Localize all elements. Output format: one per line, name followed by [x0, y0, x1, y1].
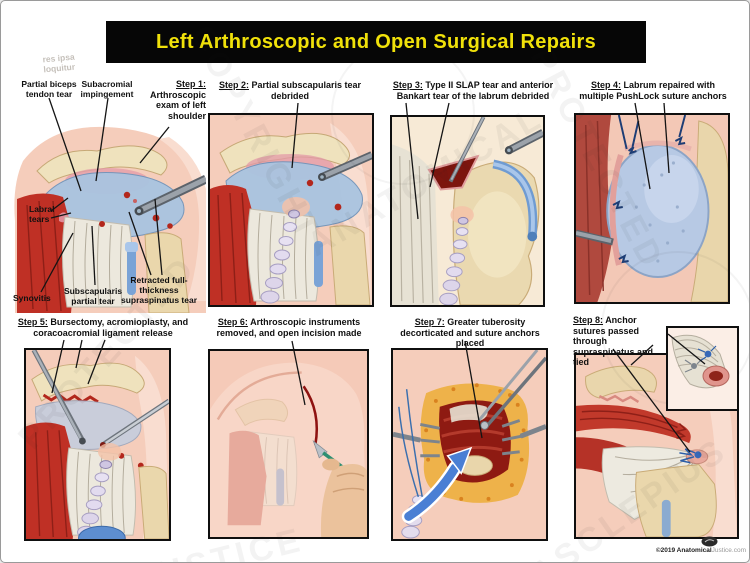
step-3-label: Step 3: — [392, 80, 423, 90]
step-2-illustration — [210, 115, 372, 305]
instrument-stub — [576, 229, 614, 246]
cannula — [492, 159, 538, 242]
shaver-instrument — [260, 197, 310, 304]
step-6-text: Arthroscopic instruments removed, and op… — [216, 317, 362, 338]
step-6-label: Step 6: — [217, 317, 248, 327]
step-1-label: Step 1: — [175, 79, 206, 89]
label-retracted-supraspinatus-tear: Retracted full-thickness supraspinatus t… — [120, 275, 198, 305]
cannula-base — [78, 525, 126, 539]
retractor-right — [501, 419, 546, 456]
ghosted-anatomy — [227, 398, 298, 526]
step-5-illustration — [26, 350, 169, 539]
title-banner: Left Arthroscopic and Open Surgical Repa… — [106, 21, 646, 63]
arthroscope — [504, 129, 543, 155]
step-3-panel — [390, 115, 545, 307]
arthroscope — [318, 151, 372, 181]
step-2-panel — [208, 113, 374, 307]
step-6-panel — [208, 349, 369, 539]
step-5-panel — [24, 348, 171, 541]
step-8-inset-panel — [666, 326, 739, 411]
shaver-instrument — [439, 206, 474, 305]
blue-arrow — [401, 446, 473, 524]
copyright-year: ©2019 Anatomical — [655, 547, 712, 554]
label-partial-biceps-tendon-tear: Partial biceps tendon tear — [21, 79, 77, 99]
step-4-panel — [574, 113, 730, 304]
step-7-panel — [391, 348, 548, 541]
step-8-label: Step 8: — [573, 315, 604, 325]
anchor-driver — [477, 350, 546, 430]
step-6-illustration — [210, 351, 367, 537]
step-8-caption: Step 8: Anchor sutures passed through su… — [573, 315, 667, 368]
step-3-caption: Step 3: Type II SLAP tear and anterior B… — [385, 80, 561, 101]
step-7-caption: Step 7: Greater tuberosity decorticated … — [389, 317, 551, 349]
incision-line — [302, 385, 319, 446]
surgeon-hand — [320, 458, 367, 537]
watermark-res-ipsa: res ipsa loquitur — [42, 51, 76, 75]
copyright-credit: ©2019 AnatomicalJustice.com — [616, 547, 746, 554]
step-1-caption: Step 1: Arthroscopic exam of left should… — [134, 79, 206, 121]
step-5-caption: Step 5: Bursectomy, acromioplasty, and c… — [11, 317, 195, 338]
label-labral-tears: Labral tears — [29, 204, 55, 224]
step-7-illustration — [393, 350, 546, 539]
step-3-illustration — [392, 117, 543, 305]
humerus-bone — [635, 464, 717, 537]
step-4-caption: Step 4: Labrum repaired with multiple Pu… — [573, 80, 733, 101]
step-5-text: Bursectomy, acromioplasty, and coracoacr… — [33, 317, 189, 338]
label-subscapularis-partial-tear: Subscapularis partial tear — [63, 286, 123, 306]
retractor-left — [393, 422, 441, 458]
label-synovitis: Synovitis — [13, 293, 51, 303]
step-4-label: Step 4: — [590, 80, 621, 90]
labrum-rim — [609, 154, 624, 266]
step-3-text: Type II SLAP tear and anterior Bankart t… — [396, 80, 554, 101]
label-subacromial-impingement: Subacromial impingement — [80, 79, 134, 99]
step-7-label: Step 7: — [414, 317, 445, 327]
publisher-logo-icon — [701, 536, 718, 547]
burr-instrument — [31, 350, 86, 445]
step-4-illustration — [576, 115, 728, 302]
step-4-text: Labrum repaired with multiple PushLock s… — [579, 80, 727, 101]
step-8-inset-illustration — [668, 328, 737, 409]
step-2-label: Step 2: — [218, 80, 249, 90]
step-2-caption: Step 2: Partial subscapularis tear debri… — [211, 80, 369, 101]
step-2-text: Partial subscapularis tear debrided — [251, 80, 362, 101]
brand-suffix: Justice.com — [711, 547, 746, 554]
probe-instrument — [448, 117, 486, 183]
page-title: Left Arthroscopic and Open Surgical Repa… — [155, 30, 597, 53]
step-1-text: Arthroscopic exam of left shoulder — [149, 89, 206, 121]
step-6-caption: Step 6: Arthroscopic instruments removed… — [209, 317, 369, 338]
step-5-label: Step 5: — [17, 317, 48, 327]
arthroscope — [134, 174, 206, 216]
